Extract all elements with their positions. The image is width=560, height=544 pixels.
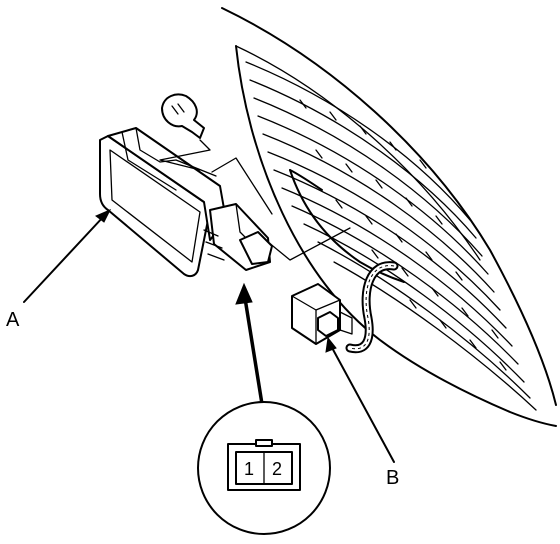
harness-connector-b	[291, 283, 353, 345]
connector-terminal-view: 1 2	[197, 401, 331, 535]
bulb	[161, 93, 205, 139]
pin-1-label: 1	[244, 459, 254, 479]
callout-b: B	[325, 336, 399, 489]
rear-panel	[221, 7, 557, 427]
callout-a: A	[6, 209, 112, 331]
license-light-assembly-a	[99, 127, 273, 278]
callout-label-b: B	[386, 467, 399, 489]
callout-label-a: A	[6, 309, 20, 331]
pin-2-label: 2	[272, 459, 282, 479]
terminal-view-pointer	[235, 282, 264, 405]
rib-ticks	[299, 99, 507, 371]
guide-lines	[159, 139, 351, 261]
panel-ribs	[245, 61, 537, 411]
wire-harness	[345, 261, 399, 354]
